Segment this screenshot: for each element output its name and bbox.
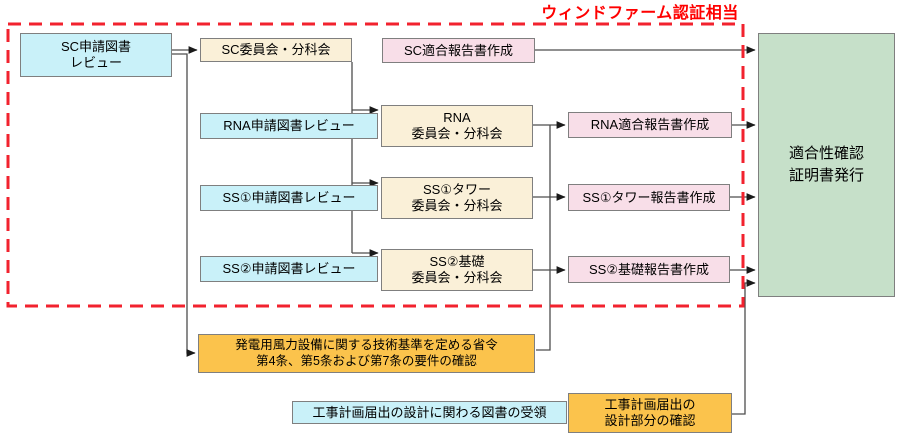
node-sc-application-review: SC申請図書 レビュー xyxy=(20,33,172,77)
certification-boundary xyxy=(6,22,745,308)
node-ss2-foundation-report: SS②基礎報告書作成 xyxy=(568,256,730,283)
node-construction-plan-design-confirmation: 工事計画届出の 設計部分の確認 xyxy=(568,393,732,433)
node-sc-committee: SC委員会・分科会 xyxy=(200,38,352,62)
node-construction-plan-documents-receipt: 工事計画届出の設計に関わる図書の受領 xyxy=(292,401,567,424)
node-ss1-tower-report: SS①タワー報告書作成 xyxy=(568,184,730,211)
node-rna-application-review: RNA申請図書レビュー xyxy=(200,113,378,139)
node-sc-report: SC適合報告書作成 xyxy=(382,38,535,63)
node-technical-standard-confirmation: 発電用風力設備に関する技術基準を定める省令 第4条、第5条および第7条の要件の確… xyxy=(198,334,535,373)
node-ss2-application-review: SS②申請図書レビュー xyxy=(200,256,378,282)
node-rna-committee: RNA 委員会・分科会 xyxy=(381,105,533,147)
node-ss1-application-review: SS①申請図書レビュー xyxy=(200,185,378,211)
node-conformity-certificate-issue: 適合性確認 証明書発行 xyxy=(758,33,895,297)
node-rna-report: RNA適合報告書作成 xyxy=(568,112,732,138)
node-ss2-foundation-committee: SS②基礎 委員会・分科会 xyxy=(381,249,533,291)
node-ss1-tower-committee: SS①タワー 委員会・分科会 xyxy=(381,177,533,219)
diagram-title: ウィンドファーム認証相当 xyxy=(541,5,739,22)
